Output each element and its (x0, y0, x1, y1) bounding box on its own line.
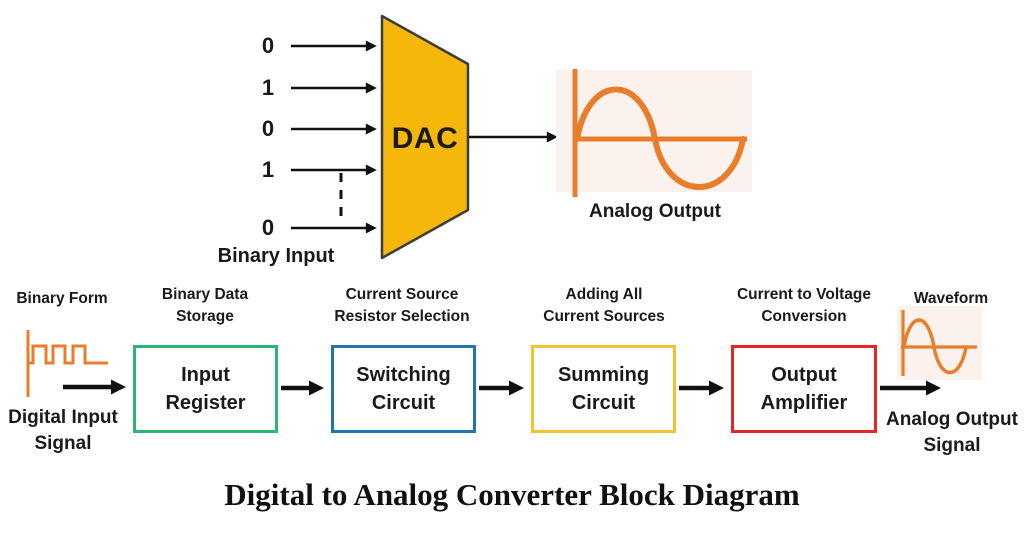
caption-current-source-resistor-selection: Current Source Resistor Selection (334, 286, 470, 325)
diagram-title: Digital to Analog Converter Block Diagra… (224, 477, 800, 512)
block-input-register: Input Register (133, 345, 278, 433)
caption-current-to-voltage-conversion: Current to Voltage Conversion (736, 286, 872, 325)
dac-label: DAC (391, 122, 459, 155)
block-label: Switching Circuit (356, 364, 451, 414)
output-waveform-icon (897, 306, 982, 380)
wave-background (897, 306, 982, 380)
sine-wave (574, 86, 746, 190)
analog-output-label: Analog Output (589, 201, 721, 222)
block-summing-circuit: Summing Circuit (531, 345, 676, 433)
binary-bit-2: 0 (261, 116, 275, 141)
digital-input-signal-label: Digital Input Signal (8, 407, 118, 454)
block-switching-circuit: Switching Circuit (331, 345, 476, 433)
binary-bit-0: 0 (261, 33, 275, 58)
block-output-amplifier: Output Amplifier (731, 345, 877, 433)
caption-binary-form: Binary Form (16, 290, 108, 307)
sine-wave (902, 318, 968, 375)
block-label: Output Amplifier (760, 364, 848, 414)
dac-trapezoid (380, 14, 470, 260)
binary-bit-1: 1 (261, 75, 275, 100)
caption-adding-all-current-sources: Adding All Current Sources (543, 286, 665, 325)
block-label: Summing Circuit (557, 364, 650, 414)
binary-input-label: Binary Input (217, 245, 335, 267)
binary-bit-4: 0 (261, 215, 275, 240)
binary-input-arrows (291, 40, 377, 234)
flow-arrows (63, 379, 941, 396)
analog-output-signal-label: Analog Output Signal (886, 409, 1018, 456)
block-label: Input Register (165, 364, 246, 414)
binary-pulse-icon (26, 330, 108, 397)
pulse-train (28, 344, 108, 365)
caption-binary-data-storage: Binary Data Storage (161, 286, 249, 325)
binary-bit-3: 1 (261, 157, 275, 182)
caption-waveform: Waveform (913, 290, 989, 307)
analog-output-wave-icon (556, 69, 752, 197)
